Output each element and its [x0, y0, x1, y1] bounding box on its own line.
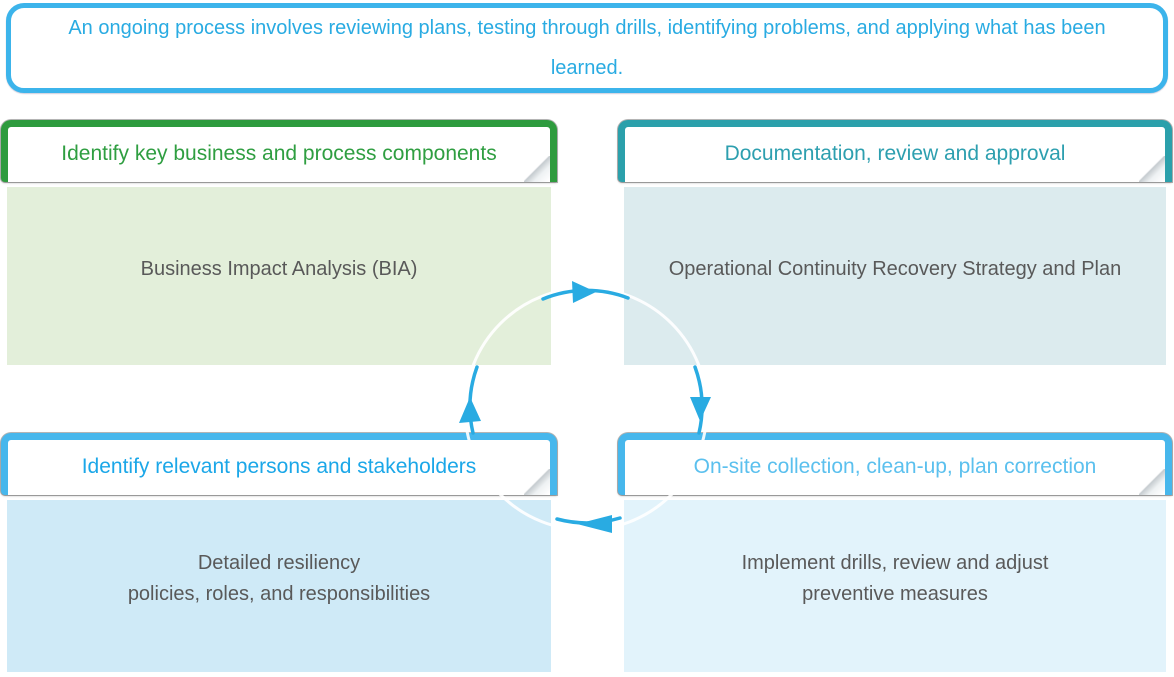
folded-corner — [524, 469, 550, 495]
process-description-banner: An ongoing process involves reviewing pl… — [6, 3, 1168, 93]
step-body-line: Business Impact Analysis (BIA) — [140, 257, 418, 280]
arrowhead-top-icon — [572, 281, 596, 303]
step-header-top-right: Documentation, review and approval — [618, 120, 1172, 182]
step-title: Identify key business and process compon… — [61, 141, 497, 165]
cycle-arc-right — [693, 365, 704, 435]
step-body-line: Operational Continuity Recovery Strategy… — [668, 257, 1122, 280]
step-header-top-left: Identify key business and process compon… — [1, 120, 557, 182]
step-body-bottom-right: Implement drills, review and adjust prev… — [624, 500, 1166, 672]
step-body-line: Implement drills, review and adjust — [741, 552, 1049, 574]
step-body-bottom-left: Detailed resiliency policies, roles, and… — [7, 500, 551, 672]
step-title: Documentation, review and approval — [724, 141, 1066, 165]
step-body-line: preventive measures — [802, 583, 988, 605]
step-title: Identify relevant persons and stakeholde… — [81, 454, 477, 478]
step-header-bottom-left: Identify relevant persons and stakeholde… — [1, 433, 557, 495]
folded-corner — [524, 156, 550, 182]
step-header-bottom-right: On-site collection, clean-up, plan corre… — [618, 433, 1172, 495]
quad-bottom-right: On-site collection, clean-up, plan corre… — [618, 433, 1172, 672]
step-body-top-left: Business Impact Analysis (BIA) — [7, 187, 551, 365]
quad-top-left: Identify key business and process compon… — [1, 120, 557, 365]
step-body-line: policies, roles, and responsibilities — [127, 583, 431, 605]
banner-text: An ongoing process involves reviewing pl… — [68, 17, 1106, 79]
quad-bottom-left: Identify relevant persons and stakeholde… — [1, 433, 557, 672]
step-title: On-site collection, clean-up, plan corre… — [693, 454, 1097, 478]
step-body-top-right: Operational Continuity Recovery Strategy… — [624, 187, 1166, 365]
step-body-line: Detailed resiliency — [197, 552, 361, 574]
folded-corner — [1139, 469, 1165, 495]
arrowhead-bottom-icon — [577, 515, 612, 533]
quad-top-right: Documentation, review and approval Opera… — [618, 120, 1172, 365]
arrowhead-left-icon — [459, 397, 481, 423]
cycle-arc-left — [468, 365, 479, 435]
arrowhead-right-icon — [690, 397, 711, 421]
folded-corner — [1139, 156, 1165, 182]
cycle-arc-bottom — [555, 516, 622, 525]
